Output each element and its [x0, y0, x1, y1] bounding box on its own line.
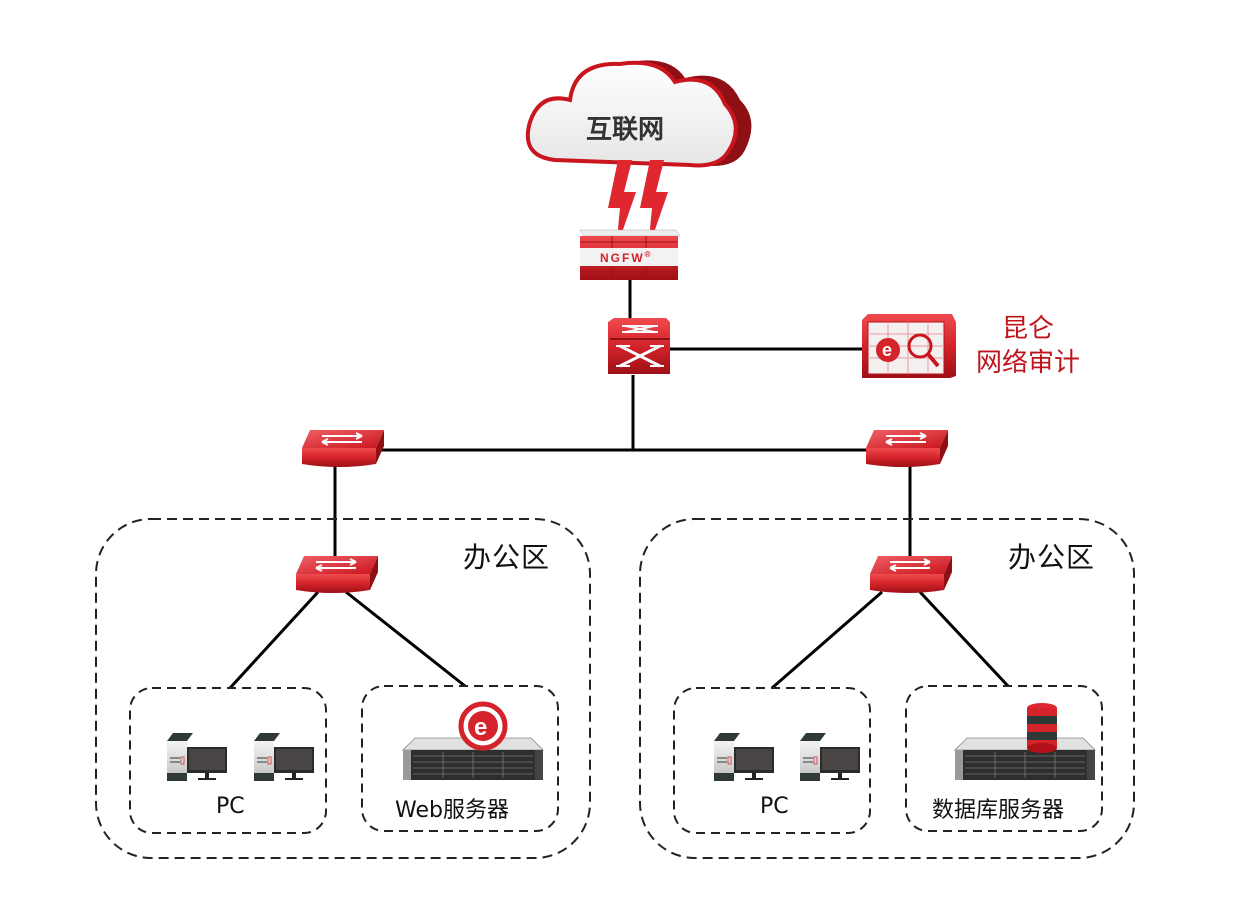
database-server-icon [954, 703, 1096, 781]
group-box-pc-left [129, 687, 327, 834]
link-access-left-web [345, 590, 466, 688]
group-box-pc-right [673, 687, 871, 834]
internet-label: 互联网 [586, 115, 665, 145]
group-box-web-left [361, 685, 559, 832]
svg-text:e: e [474, 714, 487, 741]
pc-group-label-left: PC [216, 794, 245, 819]
core-switch-icon [608, 318, 670, 374]
audit-device-icon: e [862, 314, 956, 378]
web-server-label: Web服务器 [395, 798, 509, 823]
dist-switch-right-icon [865, 429, 949, 468]
audit-label-line1: 昆仑 [1001, 314, 1054, 344]
pc-group-label-right: PC [760, 794, 789, 819]
pc-icon [166, 732, 228, 782]
audit-label-line2: 网络审计 [975, 348, 1080, 378]
dist-switch-left-icon [301, 429, 385, 468]
zone-box-right [639, 518, 1135, 859]
pc-icon [253, 732, 315, 782]
group-box-db-right [905, 685, 1103, 832]
access-switch-left-icon [295, 555, 379, 594]
pc-icon [799, 732, 861, 782]
web-server-icon: e [402, 701, 544, 781]
zone-label-left: 办公区 [463, 541, 551, 574]
registered-mark: ® [644, 250, 653, 259]
firewall-name: NGFW [600, 251, 645, 265]
lightning-icon [608, 160, 668, 250]
cloud-icon [525, 60, 752, 168]
link-access-left-pc [228, 590, 320, 690]
pc-icon [713, 732, 775, 782]
links [228, 280, 1010, 690]
firewall-icon [579, 229, 681, 280]
database-server-label: 数据库服务器 [932, 798, 1065, 823]
zone-label-right: 办公区 [1008, 541, 1096, 574]
link-access-right-pc [771, 590, 883, 690]
access-switch-right-icon [869, 555, 953, 594]
zone-box-left [95, 518, 591, 859]
audit-label: 昆仑 网络审计 [968, 312, 1088, 380]
link-access-right-db [918, 590, 1010, 688]
svg-text:e: e [882, 340, 892, 360]
firewall-label: NGFW® [600, 250, 653, 265]
